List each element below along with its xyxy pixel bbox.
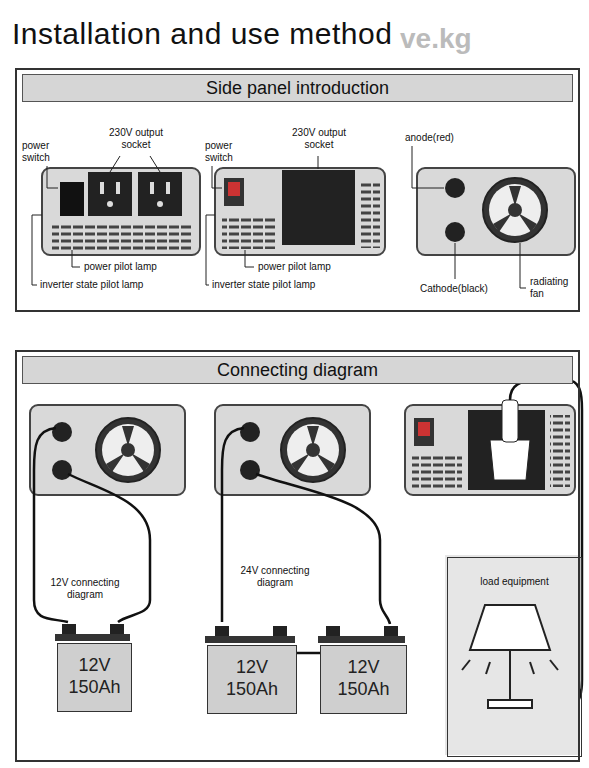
inverter-rear	[215, 405, 370, 495]
callout-label: inverter state pilot lamp	[40, 279, 143, 291]
callout-label: power pilot lamp	[258, 261, 331, 273]
inverter-rear	[30, 405, 185, 495]
leader-line	[32, 146, 526, 288]
load-box: load equipment	[447, 557, 582, 757]
battery-label: 12V 150Ah	[208, 646, 296, 700]
box-label: load equipment	[448, 558, 581, 588]
callout-label: 230V output socket	[100, 127, 172, 151]
battery-lid	[55, 634, 405, 643]
section-frame: Connecting diagram 12V 150Ah 12V 150Ah 12V …	[15, 350, 580, 762]
diagram-caption: 12V connecting diagram	[45, 577, 125, 601]
inverter-panel	[42, 168, 200, 255]
battery-box: 12V 150Ah	[320, 645, 407, 714]
battery-label: 12V 150Ah	[321, 646, 406, 700]
section-frame: Side panel introduction	[15, 68, 580, 312]
callout-label: inverter state pilot lamp	[212, 279, 315, 291]
callout-label: 230V output socket	[283, 127, 355, 151]
watermark: ve.kg	[400, 22, 472, 56]
section-heading: Side panel introduction	[22, 74, 573, 102]
lamp-symbol	[462, 605, 558, 708]
inverter-panel	[417, 168, 575, 255]
inverter-front	[405, 400, 575, 495]
callout-label: radiating fan	[530, 276, 580, 300]
page-title: Installation and use method	[12, 16, 392, 52]
battery-label: 12V 150Ah	[58, 644, 131, 698]
callout-label: power pilot lamp	[84, 261, 157, 273]
callout-label: power switch	[205, 140, 241, 164]
callout-label: Cathode(black)	[420, 283, 488, 295]
diagram-caption: 24V connecting diagram	[230, 565, 320, 589]
battery-box: 12V 150Ah	[207, 645, 297, 714]
section-heading: Connecting diagram	[22, 356, 573, 384]
callout-label: anode(red)	[405, 132, 454, 144]
inverter-panel	[215, 168, 385, 255]
callout-label: power switch	[22, 140, 58, 164]
series-link	[297, 653, 320, 654]
battery-box: 12V 150Ah	[57, 643, 132, 712]
